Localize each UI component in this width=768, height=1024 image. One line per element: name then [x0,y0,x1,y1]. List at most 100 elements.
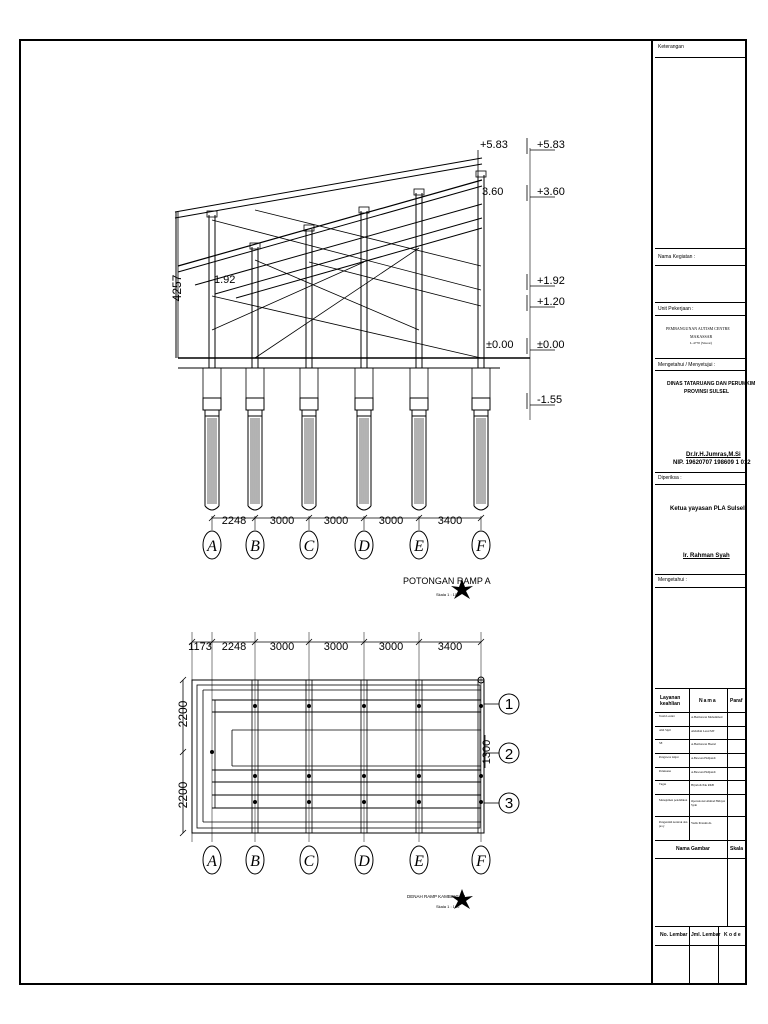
dim-tick [179,676,187,684]
row-label: 1 [505,696,513,713]
span-dim: 3000 [324,641,348,653]
corner-marker [477,676,485,684]
brace-diagonal [254,259,420,331]
pile-cap [354,397,374,411]
column-cap [249,242,261,250]
plan-column [415,679,423,834]
pile-tip [356,505,372,511]
personnel-name: Hijrah & Pak RKB [691,783,714,787]
axis-label: A [206,538,217,555]
axis-label: F [475,538,486,555]
nama-gambar-label: Nama Gambar [676,846,710,852]
personnel-name: A.Bawaan Halijandi [691,756,716,760]
axis-bubble [409,530,429,560]
column-cap [358,206,370,214]
level-label: +3.60 [537,186,565,198]
plan-span-dimensions: 1173 2248 3000 3000 3000 3400 [188,641,462,653]
ramp-beam-mid [194,203,483,286]
level-label: +1.20 [537,296,565,308]
column-node [253,800,257,804]
column-cap [206,210,218,218]
pile-cap [409,397,429,411]
column-node [307,774,311,778]
pile-head [301,409,317,417]
personnel-name: A.Hermawan Haerul [691,742,716,746]
column-node [362,704,366,708]
span-dim: 3000 [379,515,403,527]
table-header-name: Nama [699,698,717,704]
ketua-title: Ketua yayasan PLA Sulsel [670,506,745,512]
pile-cap [299,397,319,411]
dim-tick [179,829,187,837]
axis-bubble [409,845,429,875]
jml-lembar-label: Jml. Lembar [691,932,721,938]
axis-label: F [475,853,486,870]
personnel-role: Tugas [659,782,667,786]
pile-head [473,409,489,417]
plan-caption: DENAH RAMP KAMBINGAN [407,894,465,899]
pile-head [204,409,220,417]
level-label: ±0.00 [537,339,564,351]
column-node [479,704,483,708]
table-header-role: Layanan keahlian [660,695,681,707]
pile-tip [204,505,220,511]
column-cap [303,224,315,232]
axis-bubble [471,530,491,560]
left-dim: 2200 [176,700,190,727]
personnel-role: Manajemen pendidikan [659,798,688,802]
kode-label: K o d e [724,932,741,938]
skala-label: Skala [730,846,744,852]
dim-tick [477,514,485,522]
personnel-name: A.Bawaan Halijandi [691,770,716,774]
axis-bubble [354,845,374,875]
column-node [307,800,311,804]
span-dim: 3000 [379,641,403,653]
span-dim: 2248 [222,515,246,527]
column-node [210,750,214,754]
span-dim: 3400 [438,641,462,653]
dim-tick [208,514,216,522]
column-node [479,774,483,778]
personnel-name: A.Hermawan Muhammad [691,715,723,719]
inner-level-label: +5.83 [480,139,508,151]
axis-label: D [357,538,370,555]
pile-tip [411,505,427,511]
row-bubble [498,742,520,764]
dim-tick [360,514,368,522]
sheet-border [19,39,747,985]
inner-level-labels: +5.83 3.60 1.92 ±0.00 [214,139,513,351]
row-bubble [498,693,520,715]
dim-tick [179,748,187,756]
plan-outline [191,679,485,834]
span-dim: 1173 [188,641,212,653]
column-node [362,800,366,804]
span-dim: 3000 [270,641,294,653]
dim-tick [415,514,423,522]
dinas-province: PROVINSI SULSEL [684,389,730,395]
dinas-name: DINAS TATARUANG DAN PERUMKIM [667,381,756,387]
level-label: -1.55 [537,394,562,406]
pile-cap [202,397,222,411]
axis-bubble [299,845,319,875]
plan-scale: Skala 1 : 100 [436,904,460,909]
pile-cap [471,397,491,411]
axis-label: D [357,853,370,870]
column-node [362,774,366,778]
north-mark-icon [451,889,473,909]
level-labels: +5.83 +3.60 +1.92 +1.20 ±0.00 -1.55 [537,139,565,406]
axis-label: E [413,853,424,870]
column-node [253,704,257,708]
no-lembar-label: No. Lembar [660,932,688,938]
ramp-beam-bottom [235,227,483,299]
personnel-name: Abdullah Lesal MT [691,729,715,733]
handrail-top-inner [174,163,483,219]
column-cap [475,170,487,178]
official-name: Dr.Ir.H.Jumras,M.Si [686,452,741,458]
nama-kegiatan-label: Nama Kegiatan : [658,254,696,260]
ketua-name: Ir. Rahman Syah [683,553,730,559]
brace-diagonal [254,209,482,267]
project-name: PEMBANGUNAN AUTISM CENTRE [666,326,730,331]
personnel-role: SE [659,741,663,745]
handrail-top [174,157,483,213]
brace-diagonal [211,261,365,331]
